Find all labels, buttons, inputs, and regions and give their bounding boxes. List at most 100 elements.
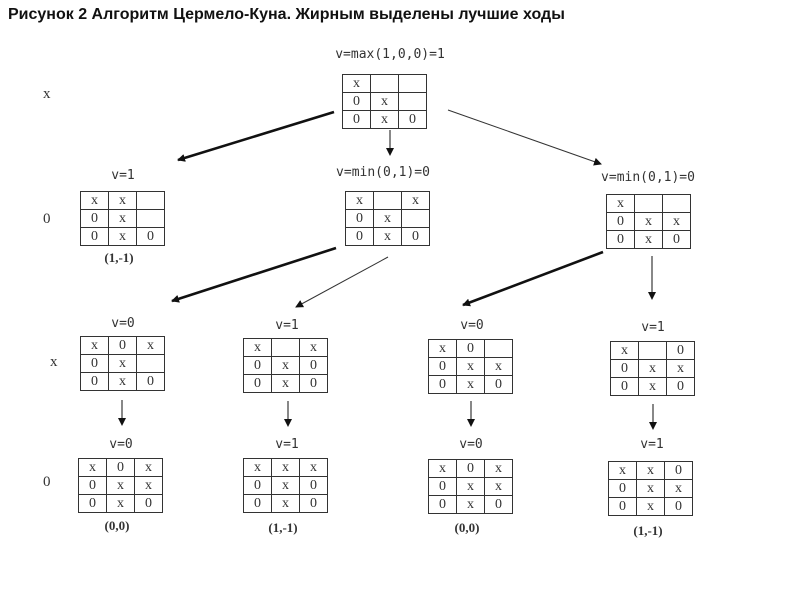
board-cell: 0 bbox=[664, 497, 693, 516]
board-cell: 0 bbox=[484, 375, 513, 394]
board-cell: x bbox=[456, 357, 485, 376]
board-cell: x bbox=[78, 458, 107, 477]
board-cell: x bbox=[636, 497, 665, 516]
board-cell: x bbox=[373, 209, 402, 228]
board-cell: 0 bbox=[606, 230, 635, 249]
node-value-label: v=1 bbox=[640, 437, 664, 452]
board-cell bbox=[370, 74, 399, 93]
board-cell: x bbox=[484, 459, 513, 478]
board-cell: 0 bbox=[610, 377, 639, 396]
board-cell: 0 bbox=[243, 494, 272, 513]
board-cell: 0 bbox=[398, 110, 427, 129]
board-cell: 0 bbox=[134, 494, 163, 513]
board-cell: 0 bbox=[299, 494, 328, 513]
board-cell: 0 bbox=[243, 374, 272, 393]
best-move-arrow bbox=[462, 250, 604, 307]
board-cell: x bbox=[634, 230, 663, 249]
board-cell: 0 bbox=[606, 212, 635, 231]
board-cell: 0 bbox=[243, 356, 272, 375]
board-cell: x bbox=[345, 191, 374, 210]
board-cell: 0 bbox=[608, 497, 637, 516]
board-cell bbox=[398, 74, 427, 93]
board-cell: 0 bbox=[428, 495, 457, 514]
board-cell: 0 bbox=[428, 357, 457, 376]
move-arrow bbox=[447, 109, 602, 166]
board-cell: x bbox=[271, 494, 300, 513]
move-arrow bbox=[295, 256, 389, 308]
board-cell: 0 bbox=[108, 336, 137, 355]
terminal-score: (1,-1) bbox=[633, 523, 663, 538]
board-cell: x bbox=[428, 339, 457, 358]
row-label-0-1: 0 bbox=[43, 211, 51, 227]
board-cell: x bbox=[634, 212, 663, 231]
board-cell: x bbox=[271, 356, 300, 375]
board-cell: x bbox=[606, 194, 635, 213]
node-value-label: v=max(1,0,0)=1 bbox=[335, 47, 445, 62]
board-cell: x bbox=[456, 375, 485, 394]
terminal-score: (1,-1) bbox=[268, 520, 298, 535]
board-cell bbox=[136, 191, 165, 210]
node-value-label: v=0 bbox=[460, 318, 484, 333]
board-cell: 0 bbox=[299, 476, 328, 495]
board-cell: x bbox=[636, 461, 665, 480]
board-cell: x bbox=[662, 212, 691, 231]
board-cell: x bbox=[638, 377, 667, 396]
board-cell: x bbox=[108, 227, 137, 246]
board-cell: x bbox=[370, 92, 399, 111]
board-cell: x bbox=[243, 338, 272, 357]
board-cell: x bbox=[134, 476, 163, 495]
board-cell: 0 bbox=[456, 339, 485, 358]
board-cell: 0 bbox=[106, 458, 135, 477]
board-cell: 0 bbox=[610, 359, 639, 378]
figure-title: Рисунок 2 Алгоритм Цермело-Куна. Жирным … bbox=[8, 6, 565, 23]
node-value-label: v=0 bbox=[109, 437, 133, 452]
terminal-score: (0,0) bbox=[454, 520, 480, 535]
board-cell: x bbox=[271, 476, 300, 495]
best-move-arrow bbox=[171, 246, 337, 303]
board-cell: x bbox=[299, 458, 328, 477]
terminal-score: (0,0) bbox=[104, 518, 130, 533]
board-cell: 0 bbox=[428, 375, 457, 394]
board-cell bbox=[136, 209, 165, 228]
node-value-label: v=min(0,1)=0 bbox=[336, 165, 430, 180]
board-cell: 0 bbox=[342, 110, 371, 129]
board-cell: x bbox=[373, 227, 402, 246]
board-cell: x bbox=[666, 359, 695, 378]
board-cell: x bbox=[428, 459, 457, 478]
board-cell: x bbox=[456, 477, 485, 496]
board-cell bbox=[271, 338, 300, 357]
board-cell: x bbox=[638, 359, 667, 378]
best-move-arrow bbox=[177, 110, 335, 162]
board-cell: 0 bbox=[345, 227, 374, 246]
board-cell: 0 bbox=[608, 479, 637, 498]
board-cell: 0 bbox=[428, 477, 457, 496]
board-cell: x bbox=[456, 495, 485, 514]
board-cell: x bbox=[108, 191, 137, 210]
board-cell bbox=[634, 194, 663, 213]
row-label-0-2: 0 bbox=[43, 474, 51, 490]
board-cell: x bbox=[80, 191, 109, 210]
node-value-label: v=0 bbox=[111, 316, 135, 331]
board-cell: 0 bbox=[80, 372, 109, 391]
board-cell: x bbox=[299, 338, 328, 357]
board-cell: 0 bbox=[80, 354, 109, 373]
board-cell: x bbox=[243, 458, 272, 477]
node-value-label: v=1 bbox=[275, 318, 299, 333]
board-cell bbox=[136, 354, 165, 373]
board-cell bbox=[401, 209, 430, 228]
node-value-label: v=1 bbox=[275, 437, 299, 452]
board-cell: 0 bbox=[243, 476, 272, 495]
board-cell: 0 bbox=[456, 459, 485, 478]
board-cell: 0 bbox=[80, 227, 109, 246]
board-cell: x bbox=[108, 372, 137, 391]
board-cell: 0 bbox=[484, 495, 513, 514]
